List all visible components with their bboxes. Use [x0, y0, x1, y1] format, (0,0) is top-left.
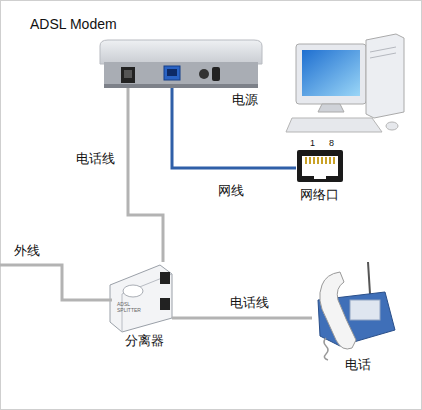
port-socket	[302, 156, 338, 176]
tower-bay	[370, 47, 396, 52]
phone-cable	[172, 317, 312, 320]
pin-number: 1	[310, 138, 315, 148]
power-button	[199, 69, 209, 79]
ethernet-jack	[164, 66, 180, 80]
phone-keypad	[350, 300, 380, 320]
cable-label: 电话线	[230, 296, 269, 311]
power-jack	[212, 67, 220, 81]
annotation-label: 外线	[14, 244, 40, 259]
device-name: 电话	[345, 358, 371, 373]
phone-antenna	[368, 262, 370, 294]
annotation-label: 电源	[232, 93, 258, 108]
network-port: 1 8 网络口	[296, 136, 350, 206]
ethernet-jack-inner	[167, 69, 177, 76]
phone-jack	[121, 67, 135, 83]
modem-top	[100, 40, 262, 64]
port-pins	[305, 157, 335, 164]
splitter-body	[110, 265, 172, 332]
splitter-device: ADSL SPLITTER 分离器	[105, 262, 172, 354]
port-housing	[297, 150, 343, 182]
splitter-port	[160, 272, 170, 284]
phone-cable	[128, 88, 163, 262]
splitter-port	[160, 298, 170, 310]
splitter-button	[123, 285, 143, 297]
modem-front	[104, 62, 258, 88]
device-name: 分离器	[125, 334, 164, 349]
network-port-illustration	[297, 150, 343, 182]
port-name: 网络口	[300, 188, 339, 203]
monitor-screen	[302, 50, 360, 96]
cable-label: 电话线	[76, 152, 115, 167]
port-clip	[314, 175, 326, 179]
computer-illustration	[286, 34, 404, 132]
modem-base	[104, 84, 258, 88]
splitter-illustration	[110, 265, 172, 332]
network-cable	[172, 88, 296, 168]
telephone-illustration	[318, 262, 395, 360]
monitor-stand	[318, 104, 344, 112]
tower-bay	[370, 53, 396, 58]
mouse	[386, 122, 398, 130]
pin-number: 8	[329, 138, 334, 148]
splitter-edge	[122, 294, 123, 332]
telephone-device: 电话	[312, 258, 398, 376]
cable-label: 网线	[218, 184, 244, 199]
device-marking: ADSL SPLITTER	[117, 302, 139, 314]
pc-tower	[366, 34, 404, 118]
phone-cord	[324, 338, 328, 360]
outside-line-wire	[0, 265, 112, 300]
phone-jack-inner	[124, 70, 132, 78]
device-name: ADSL Modem	[30, 16, 117, 32]
phone-handset	[320, 272, 356, 349]
keyboard	[286, 118, 382, 132]
modem-device: ADSL Modem	[30, 12, 262, 88]
monitor-frame	[296, 44, 366, 104]
modem-illustration	[100, 40, 262, 88]
